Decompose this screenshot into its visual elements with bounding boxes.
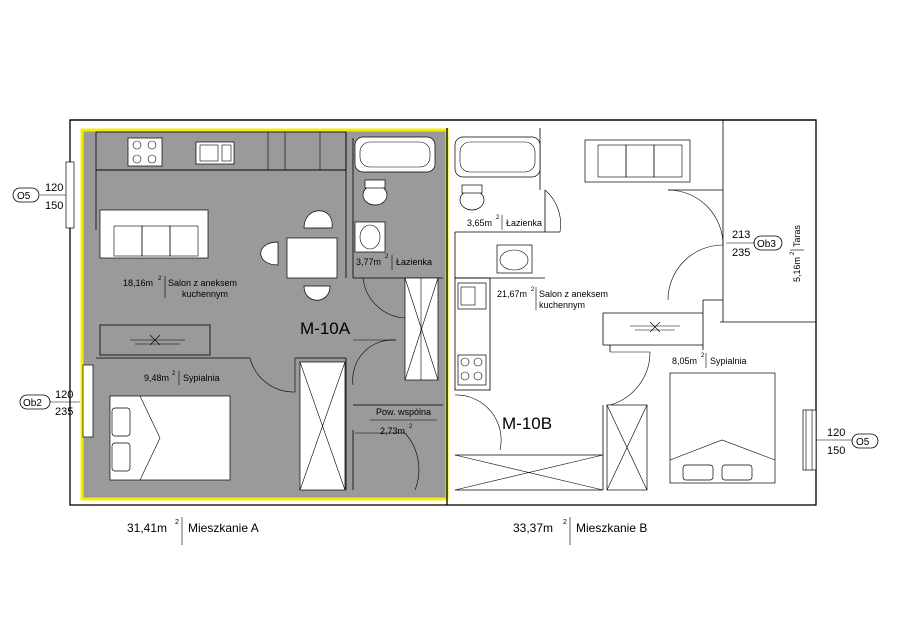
- a-wspolna-area: 2,73m: [380, 426, 405, 436]
- bed-b: [669, 372, 776, 484]
- a-lazienka-name: Łazienka: [396, 257, 432, 267]
- ob3-height: 235: [732, 247, 750, 259]
- o5-right-width: 120: [827, 427, 845, 439]
- ob2-width: 120: [55, 389, 73, 401]
- b-lazienka-sup: 2: [496, 215, 500, 221]
- ob2-height: 235: [55, 406, 73, 418]
- b-sypialnia-name: Sypialnia: [710, 356, 747, 366]
- sofa-a: [99, 209, 209, 259]
- summary-b-sup: 2: [563, 519, 567, 526]
- sofa-b: [584, 139, 691, 183]
- b-salon-area: 21,67m: [497, 289, 527, 299]
- o5-left-width: 120: [45, 182, 63, 194]
- b-lazienka-name: Łazienka: [506, 218, 542, 228]
- b-taras-sup: 2: [790, 251, 796, 255]
- window-tag-o5-right: 120 150 O5: [816, 427, 879, 457]
- b-sypialnia-sup: 2: [701, 353, 705, 359]
- summary-a-area: 31,41m: [127, 521, 167, 535]
- bathroom-a-fixtures: [354, 136, 436, 253]
- o5-right-tag: O5: [856, 437, 870, 448]
- a-salon-line2: kuchennym: [182, 289, 228, 299]
- dining-table-a: [260, 210, 338, 301]
- label-a-salon: 18,16m 2 Salon z aneksem kuchennym: [123, 276, 237, 299]
- window-tag-ob3: 213 235 Ob3: [726, 229, 783, 259]
- summary-b: 33,37m 2 Mieszkanie B: [513, 517, 647, 545]
- b-salon-sup: 2: [531, 287, 535, 293]
- window-tag-o5-left: O5 120 150: [12, 182, 66, 212]
- b-salon-line1: Salon z aneksem: [539, 289, 608, 299]
- a-salon-sup: 2: [158, 276, 162, 282]
- label-b-taras: 5,16m 2 Taras: [790, 224, 804, 282]
- a-wspolna-name: Pow. wspólna: [376, 407, 431, 417]
- tv-units: [130, 321, 680, 346]
- a-lazienka-area: 3,77m: [356, 257, 381, 267]
- label-a-wspolna: Pow. wspólna 2,73m 2: [370, 407, 437, 436]
- label-b-salon: 21,67m 2 Salon z aneksem kuchennym: [497, 287, 608, 310]
- summary-b-area: 33,37m: [513, 521, 553, 535]
- b-sypialnia-area: 8,05m: [672, 356, 697, 366]
- a-sypialnia-name: Sypialnia: [183, 373, 220, 383]
- label-a-sypialnia: 9,48m 2 Sypialnia: [144, 371, 220, 385]
- ob3-width: 213: [732, 229, 750, 241]
- b-taras-name: Taras: [792, 224, 802, 247]
- unit-a-code: M-10A: [300, 319, 351, 338]
- kitchen-counter-b: [454, 277, 491, 391]
- bed-a: [109, 395, 231, 481]
- b-salon-line2: kuchennym: [539, 300, 585, 310]
- o5-right-height: 150: [827, 445, 845, 457]
- summary-a-sup: 2: [175, 519, 179, 526]
- unit-b-code: M-10B: [502, 414, 552, 433]
- walls-apartment-b: [446, 128, 724, 505]
- o5-left-height: 150: [45, 200, 63, 212]
- wardrobes: [299, 277, 648, 491]
- window-tag-ob2: Ob2 120 235: [19, 389, 80, 418]
- summary-b-name: Mieszkanie B: [576, 521, 647, 535]
- a-salon-area: 18,16m: [123, 278, 153, 288]
- a-sypialnia-sup: 2: [172, 371, 176, 377]
- label-b-sypialnia: 8,05m 2 Sypialnia: [672, 353, 747, 368]
- a-lazienka-sup: 2: [385, 254, 389, 260]
- label-a-lazienka: 3,77m 2 Łazienka: [356, 254, 432, 270]
- summary-a: 31,41m 2 Mieszkanie A: [127, 517, 259, 545]
- ob3-tag: Ob3: [757, 239, 776, 250]
- a-sypialnia-area: 9,48m: [144, 373, 169, 383]
- wall-windows: [65, 161, 817, 471]
- ob2-tag: Ob2: [23, 398, 42, 409]
- o5-left-tag: O5: [17, 191, 31, 202]
- b-taras-area: 5,16m: [792, 257, 802, 282]
- a-salon-line1: Salon z aneksem: [168, 278, 237, 288]
- a-wspolna-sup: 2: [409, 424, 413, 430]
- summary-a-name: Mieszkanie A: [188, 521, 259, 535]
- label-b-lazienka: 3,65m 2 Łazienka: [467, 215, 542, 230]
- kitchen-counter-a: [95, 131, 347, 171]
- bathroom-b-fixtures: [454, 136, 541, 274]
- b-lazienka-area: 3,65m: [467, 218, 492, 228]
